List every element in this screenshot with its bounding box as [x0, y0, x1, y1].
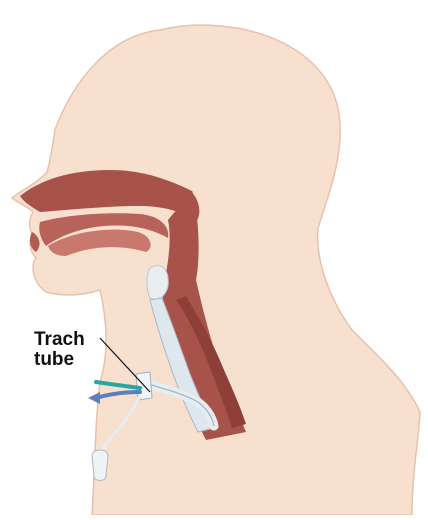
- trach-tube-label: Trach tube: [34, 330, 85, 370]
- trach-tube-label-line1: Trach: [34, 330, 85, 350]
- arrow-left-icon: [88, 392, 100, 404]
- head-silhouette: [12, 25, 420, 515]
- epiglottis: [147, 266, 168, 300]
- trach-tube-label-line2: tube: [34, 350, 85, 370]
- pilot-balloon: [92, 450, 108, 481]
